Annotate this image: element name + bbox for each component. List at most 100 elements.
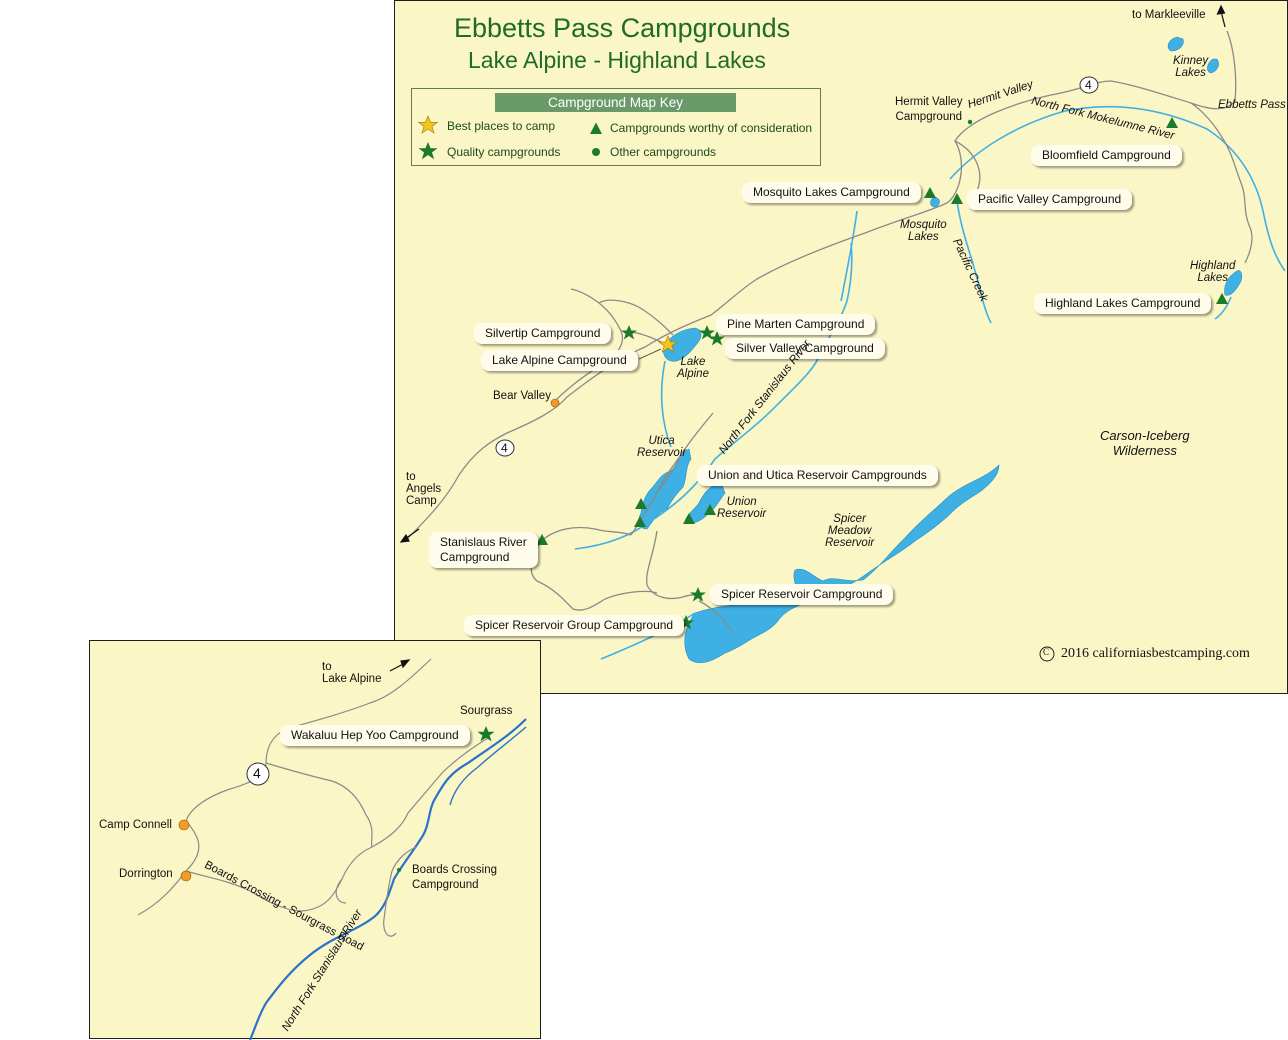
label-kinney-lakes: Kinney Lakes xyxy=(1173,55,1209,79)
legend-quality: Quality campgrounds xyxy=(447,145,561,159)
quality-star-spicer-group xyxy=(678,615,694,630)
mokelumne-river xyxy=(949,105,1286,272)
inset-label-to-lake-alpine: to Lake Alpine xyxy=(322,661,382,685)
cg-mosquito-lakes[interactable]: Mosquito Lakes Campground xyxy=(742,182,921,203)
label-lake-alpine: Lake Alpine xyxy=(677,356,709,380)
inset-star-wakaluu xyxy=(477,726,495,742)
map-title: Ebbetts Pass Campgrounds xyxy=(454,13,791,43)
inset-road-loop xyxy=(265,762,373,848)
kinney-lakes-shape xyxy=(1167,36,1184,52)
hwy-4-west-label: 4 xyxy=(501,441,508,455)
inset-hwy-label: 4 xyxy=(253,765,261,781)
cg-silver-valley[interactable]: Silver Valley Campground xyxy=(725,338,885,359)
triangle-bloomfield xyxy=(1166,117,1178,128)
label-to-markleeville: to Markleeville xyxy=(1132,9,1206,21)
inset-hwy-shield xyxy=(246,762,270,786)
inset-map-graphics xyxy=(137,658,527,1040)
triangle-union-1 xyxy=(683,513,695,524)
road-spicer-reservoir xyxy=(698,600,734,634)
cg-pacific-valley[interactable]: Pacific Valley Campground xyxy=(967,189,1133,210)
highway-4-main xyxy=(404,80,1236,542)
cg-wakaluu[interactable]: Wakaluu Hep Yoo Campground xyxy=(280,725,470,746)
copyright-symbol: C xyxy=(1043,647,1050,657)
label-highland-lakes: Highland Lakes xyxy=(1190,260,1236,284)
lake-alpine-connector xyxy=(638,348,662,360)
inset-spur2 xyxy=(335,878,347,904)
triangle-pacific xyxy=(951,193,963,204)
road-bear-valley-2 xyxy=(598,299,674,336)
cg-stanislaus-line2: Campground xyxy=(440,550,510,564)
label-utica-reservoir: Utica Reservoir xyxy=(637,435,687,459)
cg-spicer-reservoir[interactable]: Spicer Reservoir Campground xyxy=(710,584,894,605)
inset-bc-spur xyxy=(383,870,397,937)
dot-icon xyxy=(592,148,600,156)
label-bear-valley: Bear Valley xyxy=(493,390,551,402)
cg-stanislaus-river[interactable]: Stanislaus River Campground xyxy=(429,532,538,568)
cg-bloomfield[interactable]: Bloomfield Campground xyxy=(1031,145,1182,166)
inset-label-camp-connell: Camp Connell xyxy=(99,819,172,831)
cg-pine-marten[interactable]: Pine Marten Campground xyxy=(716,314,876,335)
cg-highland-lakes[interactable]: Highland Lakes Campground xyxy=(1034,293,1212,314)
triangle-union-2 xyxy=(704,504,716,515)
inset-dot-dorrington xyxy=(180,870,192,882)
hwy-shield-west xyxy=(495,439,515,457)
map-subtitle: Lake Alpine - Highland Lakes xyxy=(468,47,766,73)
road-mosquito-loop xyxy=(954,140,981,192)
hermit-valley-dot xyxy=(967,119,973,125)
cg-lake-alpine[interactable]: Lake Alpine Campground xyxy=(481,350,638,371)
inset-label-dorrington: Dorrington xyxy=(119,868,173,880)
quality-star-silvertip xyxy=(621,325,637,340)
copyright: 2016 californiasbestcamping.com xyxy=(1061,646,1250,661)
road-stanislaus xyxy=(540,526,632,542)
creek-alpine-south xyxy=(660,360,672,448)
highland-lakes-shape xyxy=(1224,270,1243,296)
triangle-highland xyxy=(1216,293,1228,304)
star-icon xyxy=(418,115,438,134)
kinney-lake-2 xyxy=(1207,58,1219,74)
triangle-icon xyxy=(590,122,602,134)
stream-to-angels xyxy=(574,458,716,550)
label-ebbetts-pass: Ebbetts Pass xyxy=(1218,99,1286,111)
creek-to-alpine xyxy=(840,210,858,302)
inset-spur3 xyxy=(391,846,417,872)
triangle-utica-2 xyxy=(634,516,646,527)
inset-sourgrass-road xyxy=(371,736,491,848)
label-carson-iceberg: Carson-Iceberg Wilderness xyxy=(1100,428,1190,458)
highway-4-north xyxy=(1226,30,1237,102)
label-hermit-valley-cg: Hermit Valley Campground xyxy=(895,96,963,123)
label-mosquito-lakes: Mosquito Lakes xyxy=(900,219,947,243)
cg-spicer-group[interactable]: Spicer Reservoir Group Campground xyxy=(464,615,685,636)
inset-river-2 xyxy=(449,726,527,806)
label-to-angels-camp: to Angels Camp xyxy=(406,471,442,507)
inset-dot-boards xyxy=(397,868,401,872)
inset-boards-crossing xyxy=(185,846,373,912)
lake-alpine-shape xyxy=(663,327,702,362)
triangle-stanislaus xyxy=(536,534,548,545)
main-map: Ebbetts Pass Campgrounds Lake Alpine - H… xyxy=(394,0,1288,694)
bear-valley-dot xyxy=(550,398,560,408)
road-highland xyxy=(1190,102,1253,264)
label-spicer-meadow: Spicer Meadow Reservoir xyxy=(825,513,875,549)
star-icon xyxy=(418,142,438,160)
inset-dot-camp-connell xyxy=(178,819,190,831)
quality-star-spicer xyxy=(690,587,706,602)
road-stanislaus-south xyxy=(530,540,658,611)
hwy-shield-north xyxy=(1079,76,1099,94)
hwy-4-north-label: 4 xyxy=(1085,78,1092,92)
spicer-meadow-reservoir xyxy=(684,464,1000,664)
quality-star-pine-marten xyxy=(699,325,715,340)
cg-silvertip[interactable]: Silvertip Campground xyxy=(474,323,612,344)
cg-union-utica[interactable]: Union and Utica Reservoir Campgrounds xyxy=(697,465,938,486)
inset-river xyxy=(248,718,527,1040)
road-union-utica xyxy=(656,412,714,494)
quality-star-silver-valley xyxy=(709,331,725,346)
triangle-mosquito xyxy=(924,187,936,198)
map-legend: Campground Map Key Best places to camp Q… xyxy=(411,88,821,166)
legend-title: Campground Map Key xyxy=(495,93,736,112)
utica-reservoir xyxy=(638,448,692,530)
label-union-reservoir: Union Reservoir xyxy=(717,496,767,520)
legend-best: Best places to camp xyxy=(447,119,556,133)
inset-label-boards-cg: Boards Crossing Campground xyxy=(412,864,498,891)
triangle-utica-1 xyxy=(635,498,647,509)
pacific-creek xyxy=(956,200,992,324)
